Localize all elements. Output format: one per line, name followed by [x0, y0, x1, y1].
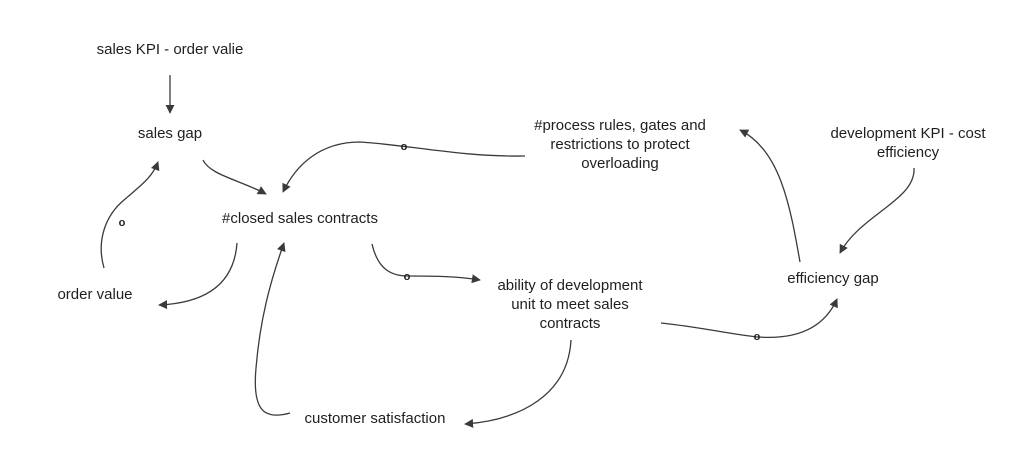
polarity-ability-to-efficiency-gap: o	[754, 331, 761, 343]
link-customer-satisfaction-to-closed-sales-contracts	[254, 242, 291, 416]
link-ability-to-efficiency-gap	[660, 298, 838, 339]
node-development-kpi: development KPI - cost efficiency	[830, 125, 986, 161]
node-ability-of-development-unit: ability of development unit to meet sale…	[497, 277, 643, 332]
link-efficiency-gap-to-process-rules	[739, 129, 801, 263]
link-sales-gap-to-closed-sales-contracts	[202, 159, 267, 195]
node-sales-gap: sales gap	[137, 125, 203, 142]
polarity-closed-sales-contracts-to-ability: o	[404, 271, 411, 283]
node-order-value: order value	[57, 286, 133, 303]
link-closed-sales-contracts-to-order-value	[158, 242, 238, 310]
link-process-rules-to-closed-sales-contracts	[282, 141, 526, 193]
link-development-kpi-to-efficiency-gap	[839, 167, 915, 254]
node-sales-kpi: sales KPI - order valie	[96, 41, 244, 58]
polarity-process-rules-to-closed-sales-contracts: o	[401, 141, 408, 153]
link-order-value-to-sales-gap	[100, 161, 160, 269]
node-customer-satisfaction: customer satisfaction	[304, 410, 446, 427]
link-ability-to-customer-satisfaction	[464, 339, 572, 428]
node-efficiency-gap: efficiency gap	[787, 270, 879, 287]
node-closed-sales-contracts: #closed sales contracts	[222, 210, 378, 227]
node-process-rules: #process rules, gates and restrictions t…	[534, 117, 706, 172]
polarity-order-value-to-sales-gap: o	[119, 217, 126, 229]
link-closed-sales-contracts-to-ability	[371, 243, 481, 284]
